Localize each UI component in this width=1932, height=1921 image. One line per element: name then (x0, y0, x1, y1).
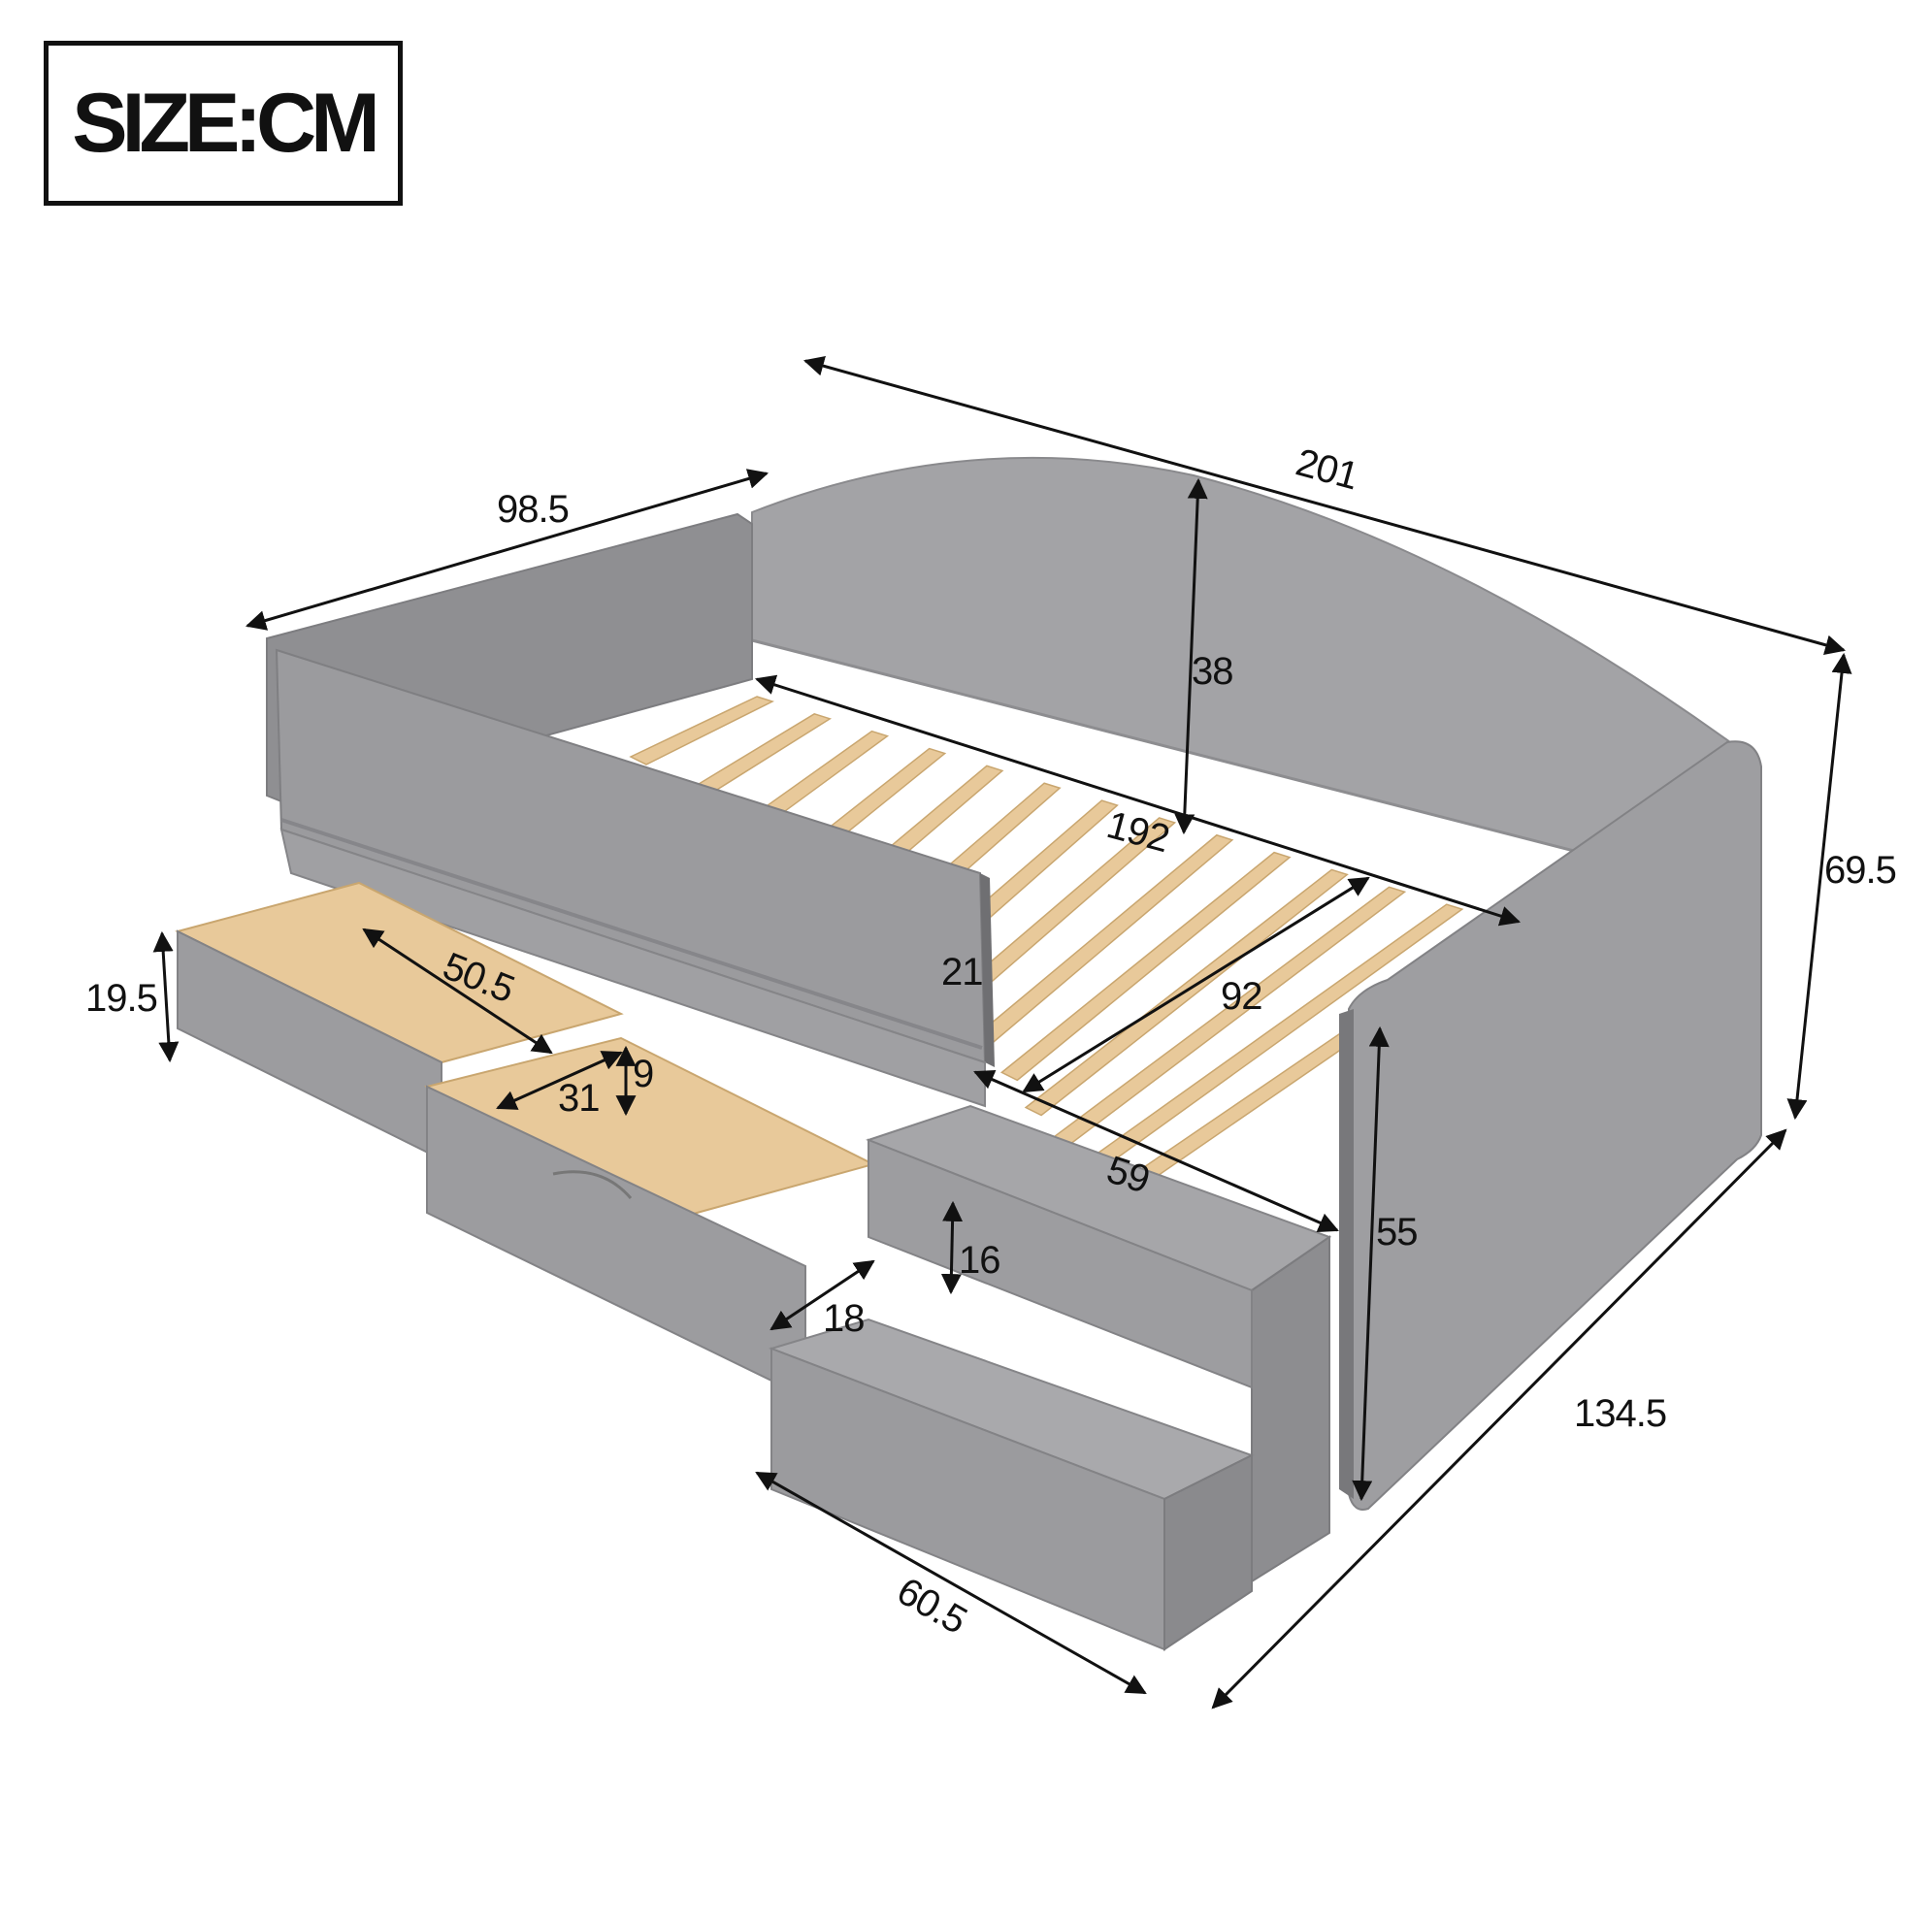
backrest-panel (751, 456, 1738, 895)
arrow-step-depth (770, 1259, 875, 1331)
arrow-drawer-height (152, 930, 180, 1063)
label-drawer-height: 19.5 (85, 977, 157, 1020)
label-guard-height: 21 (941, 951, 983, 993)
front-guard-seam (280, 818, 983, 1050)
label-overall-height: 69.5 (1824, 849, 1896, 892)
label-drawer-inner-height: 9 (633, 1053, 653, 1095)
steps (768, 1104, 1332, 1651)
dimension-arrows (152, 355, 1852, 1709)
label-step-depth: 18 (823, 1297, 865, 1340)
right-armrest (1348, 740, 1762, 1511)
right-armrest-inner (1339, 1009, 1354, 1499)
arrow-slat-length (754, 674, 1522, 927)
arrow-steps-length (755, 1471, 1147, 1695)
unit-label-box: SIZE:CM (44, 41, 403, 206)
arrow-slat-width (1022, 876, 1370, 1093)
label-overall-depth: 134.5 (1574, 1392, 1666, 1435)
label-side-depth: 98.5 (497, 488, 569, 531)
label-slat-length: 192 (1102, 803, 1173, 861)
label-drawer-inner-width: 31 (558, 1077, 600, 1120)
arrow-overall-depth (1211, 1128, 1787, 1709)
arrow-drawer-length (362, 928, 553, 1055)
arrow-drawer-inner-width (496, 1051, 623, 1110)
arrow-backrest-length (802, 355, 1847, 656)
daybed-illustration (175, 456, 1762, 1651)
label-step-height: 16 (959, 1239, 1000, 1282)
slat (999, 851, 1292, 1082)
label-slat-width: 92 (1221, 975, 1262, 1018)
label-steps-length: 60.5 (890, 1570, 973, 1643)
arrow-overall-height (1786, 652, 1852, 1121)
label-armrest-height: 55 (1376, 1211, 1418, 1254)
arrow-step-height (940, 1200, 964, 1295)
unit-label: SIZE:CM (72, 76, 380, 170)
label-backrest-height: 38 (1192, 650, 1233, 693)
arrow-side-depth (245, 469, 770, 631)
label-backrest-length: 201 (1292, 440, 1362, 498)
